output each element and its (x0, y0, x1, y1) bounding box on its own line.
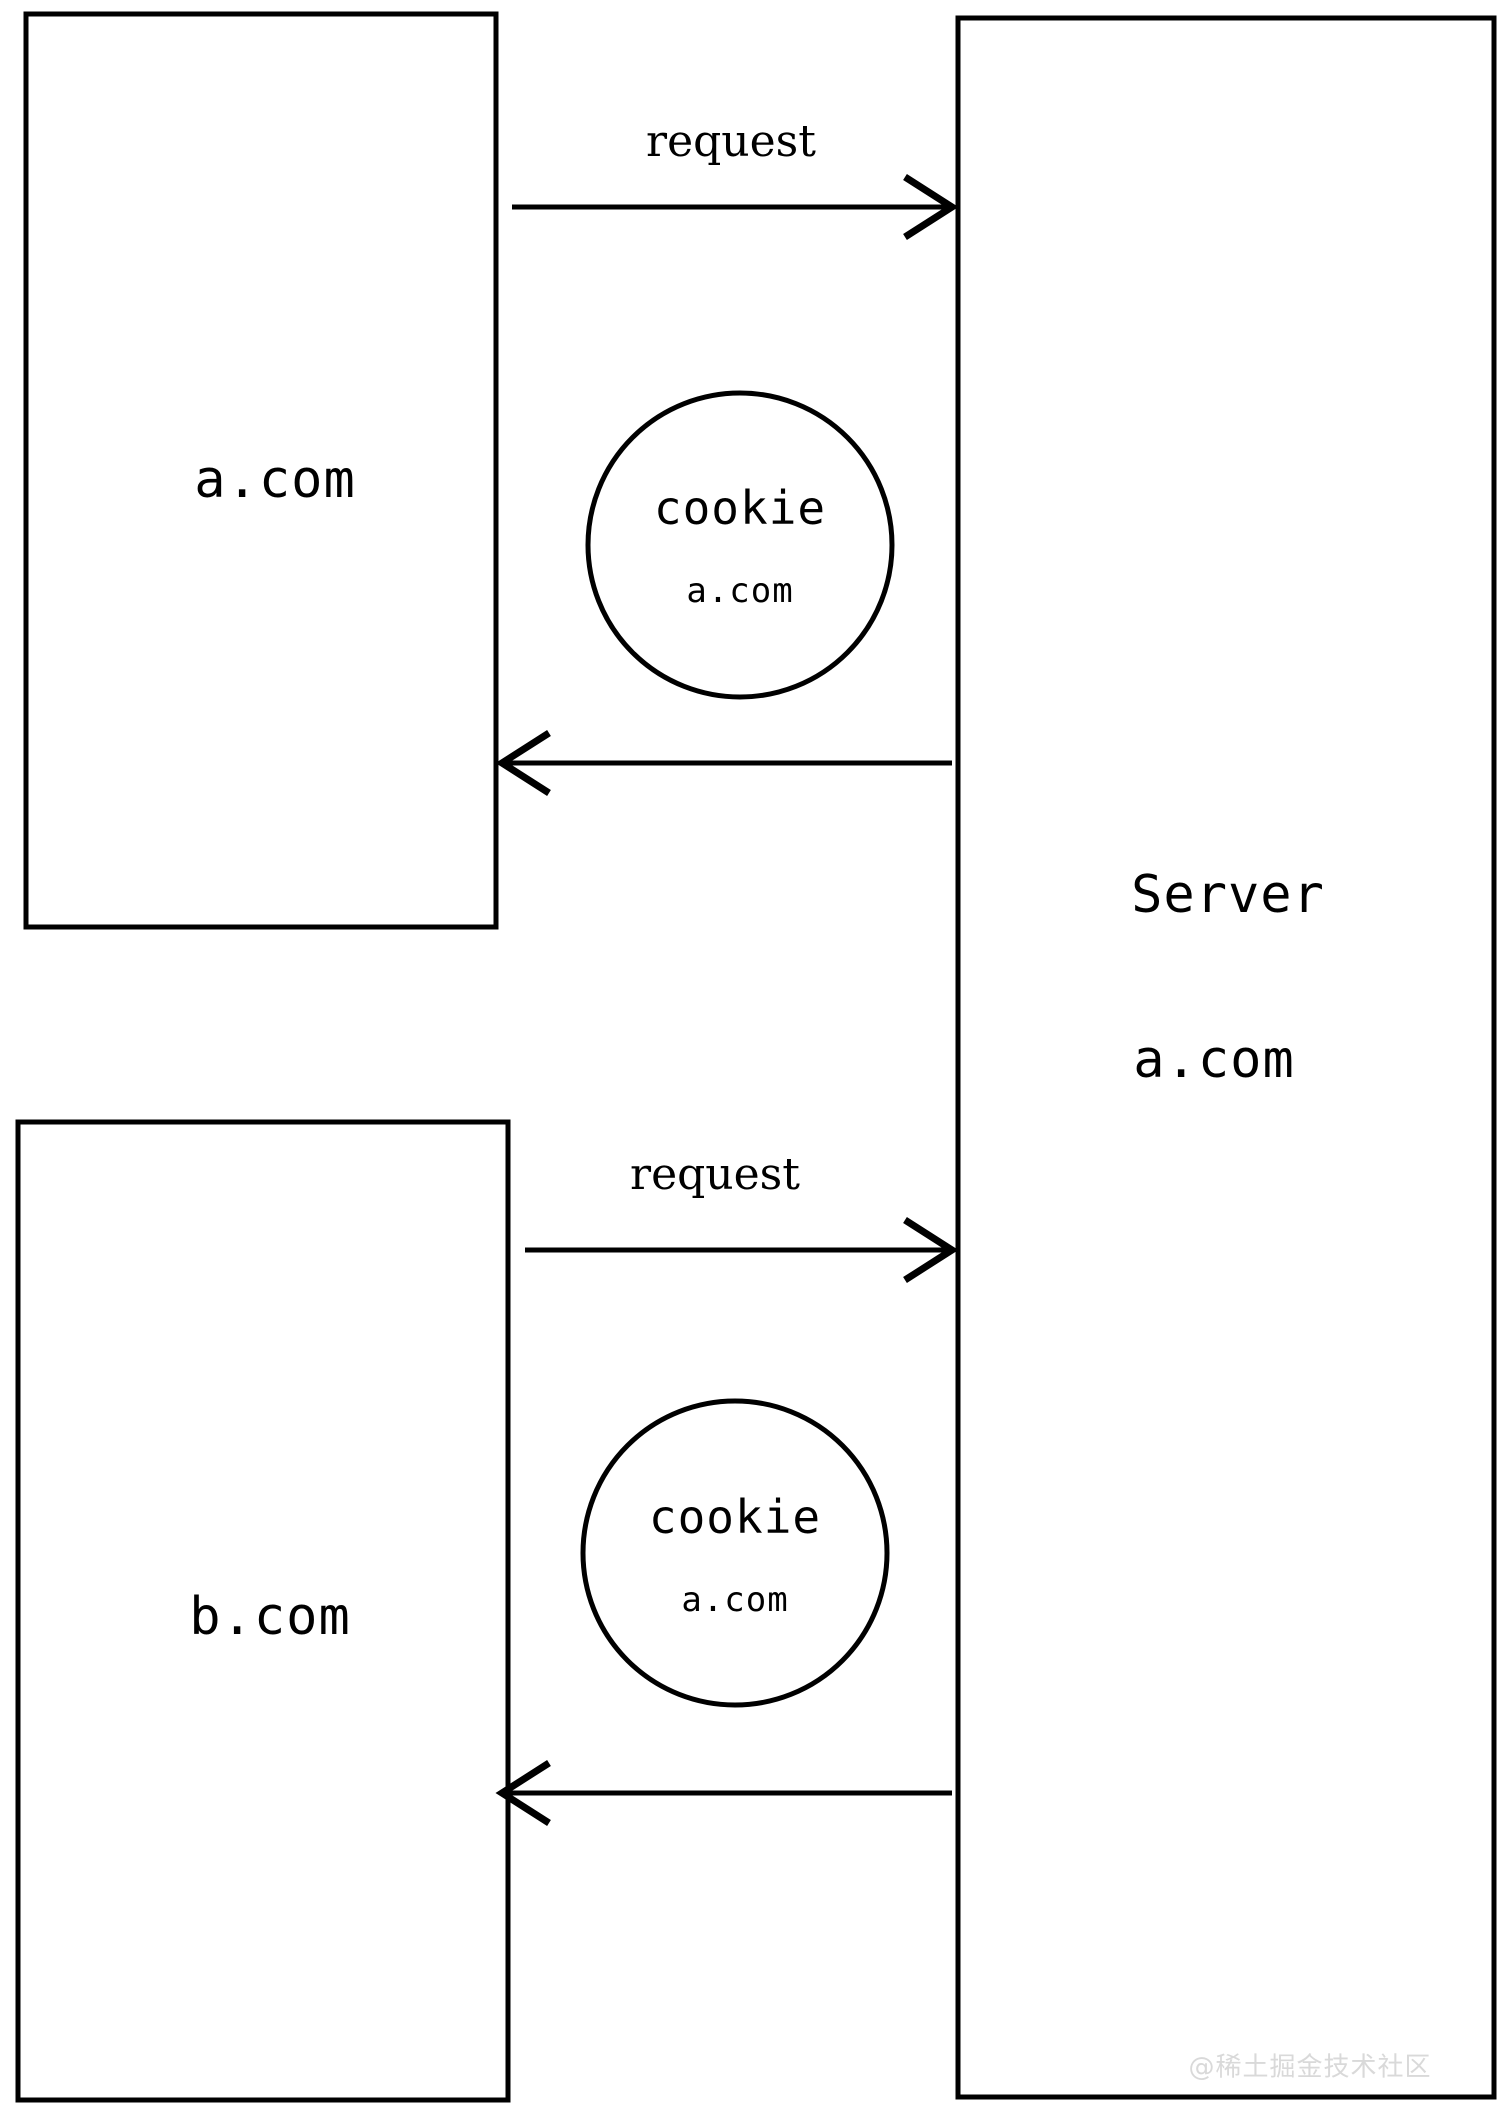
request-label-b: request (630, 1149, 800, 1200)
cookie-a-title-label: cookie (653, 481, 827, 535)
client-a-box[interactable] (23, 11, 499, 930)
request-arrow-b (525, 1217, 959, 1283)
cookie-b-domain-label: a.com (681, 1580, 789, 1620)
client-a-label: a.com (194, 450, 356, 510)
request-label-a: request (646, 116, 816, 167)
cookie-b-title-label: cookie (648, 1490, 822, 1544)
watermark: @稀土掘金技术社区 (1188, 2052, 1432, 2083)
server-box[interactable] (955, 15, 1497, 2100)
request-arrow-a (512, 174, 959, 240)
cookie-circle-a[interactable] (585, 390, 895, 700)
server-title-label: Server (1131, 865, 1325, 925)
response-arrow-b (495, 1760, 952, 1826)
client-b-box[interactable] (15, 1119, 511, 2103)
cookie-circle-b[interactable] (580, 1398, 890, 1708)
response-arrow-a (495, 730, 952, 796)
cookie-a-domain-label: a.com (686, 571, 794, 611)
client-b-label: b.com (189, 1587, 351, 1647)
server-domain-label: a.com (1133, 1030, 1295, 1090)
